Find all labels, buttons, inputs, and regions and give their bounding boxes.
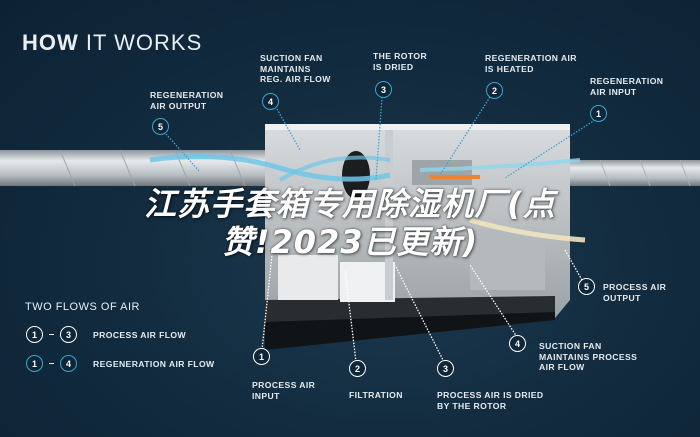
- legend-marker-to: 3: [60, 326, 77, 343]
- legend-row-process: 1 – 3 PROCESS AIR FLOW: [26, 326, 215, 343]
- legend-row-regeneration: 1 – 4 REGENERATION AIR FLOW: [26, 355, 215, 372]
- step-marker-process-3: 3: [437, 360, 454, 377]
- legend-label-process-air-flow: PROCESS AIR FLOW: [93, 329, 186, 340]
- callout-process-air-input: PROCESS AIR INPUT: [252, 380, 316, 401]
- page-title: HOW IT WORKS: [22, 30, 203, 55]
- step-marker-process-2: 2: [349, 360, 366, 377]
- step-marker-regen-3: 3: [375, 81, 392, 98]
- callout-regen-air-heated: REGENERATION AIR IS HEATED: [485, 53, 577, 74]
- step-marker-regen-2: 2: [486, 82, 503, 99]
- step-marker-process-4: 4: [509, 335, 526, 352]
- step-marker-regen-4: 4: [262, 93, 279, 110]
- step-marker-regen-5: 5: [152, 118, 169, 135]
- regen-input-duct: [565, 160, 700, 186]
- legend-label-regeneration-air-flow: REGENERATION AIR FLOW: [93, 358, 215, 369]
- heater-element: [430, 175, 480, 179]
- callout-process-air-output: PROCESS AIR OUTPUT: [603, 282, 667, 303]
- overlay-headline: 江苏手套箱专用除湿机厂(点 赞!2023已更新): [0, 185, 700, 261]
- callout-regen-air-output: REGENERATION AIR OUTPUT: [150, 90, 224, 111]
- callout-process-suction-fan: SUCTION FAN MAINTAINS PROCESS AIR FLOW: [539, 341, 638, 372]
- legend-dash: –: [48, 358, 55, 369]
- legend-dash: –: [48, 329, 55, 340]
- callout-regen-air-input: REGENERATION AIR INPUT: [590, 76, 664, 97]
- overlay-headline-line1: 江苏手套箱专用除湿机厂(点: [144, 185, 556, 223]
- legend-marker-from: 1: [26, 355, 43, 372]
- legend-marker-to: 4: [60, 355, 77, 372]
- step-marker-process-5: 5: [578, 278, 595, 295]
- callout-filtration: FILTRATION: [349, 390, 403, 400]
- step-marker-process-1: 1: [253, 348, 270, 365]
- legend: 1 – 3 PROCESS AIR FLOW 1 – 4 REGENERATIO…: [26, 326, 215, 372]
- regen-output-duct: [0, 150, 275, 186]
- overlay-headline-line2: 赞!2023已更新): [221, 223, 479, 261]
- legend-title: TWO FLOWS OF AIR: [25, 301, 140, 313]
- callout-rotor-dried: THE ROTOR IS DRIED: [373, 51, 428, 72]
- legend-marker-from: 1: [26, 326, 43, 343]
- callout-regen-suction-fan: SUCTION FAN MAINTAINS REG. AIR FLOW: [260, 53, 331, 84]
- step-marker-regen-1: 1: [590, 105, 607, 122]
- callout-rotor-dries-process-air: PROCESS AIR IS DRIED BY THE ROTOR: [437, 390, 544, 411]
